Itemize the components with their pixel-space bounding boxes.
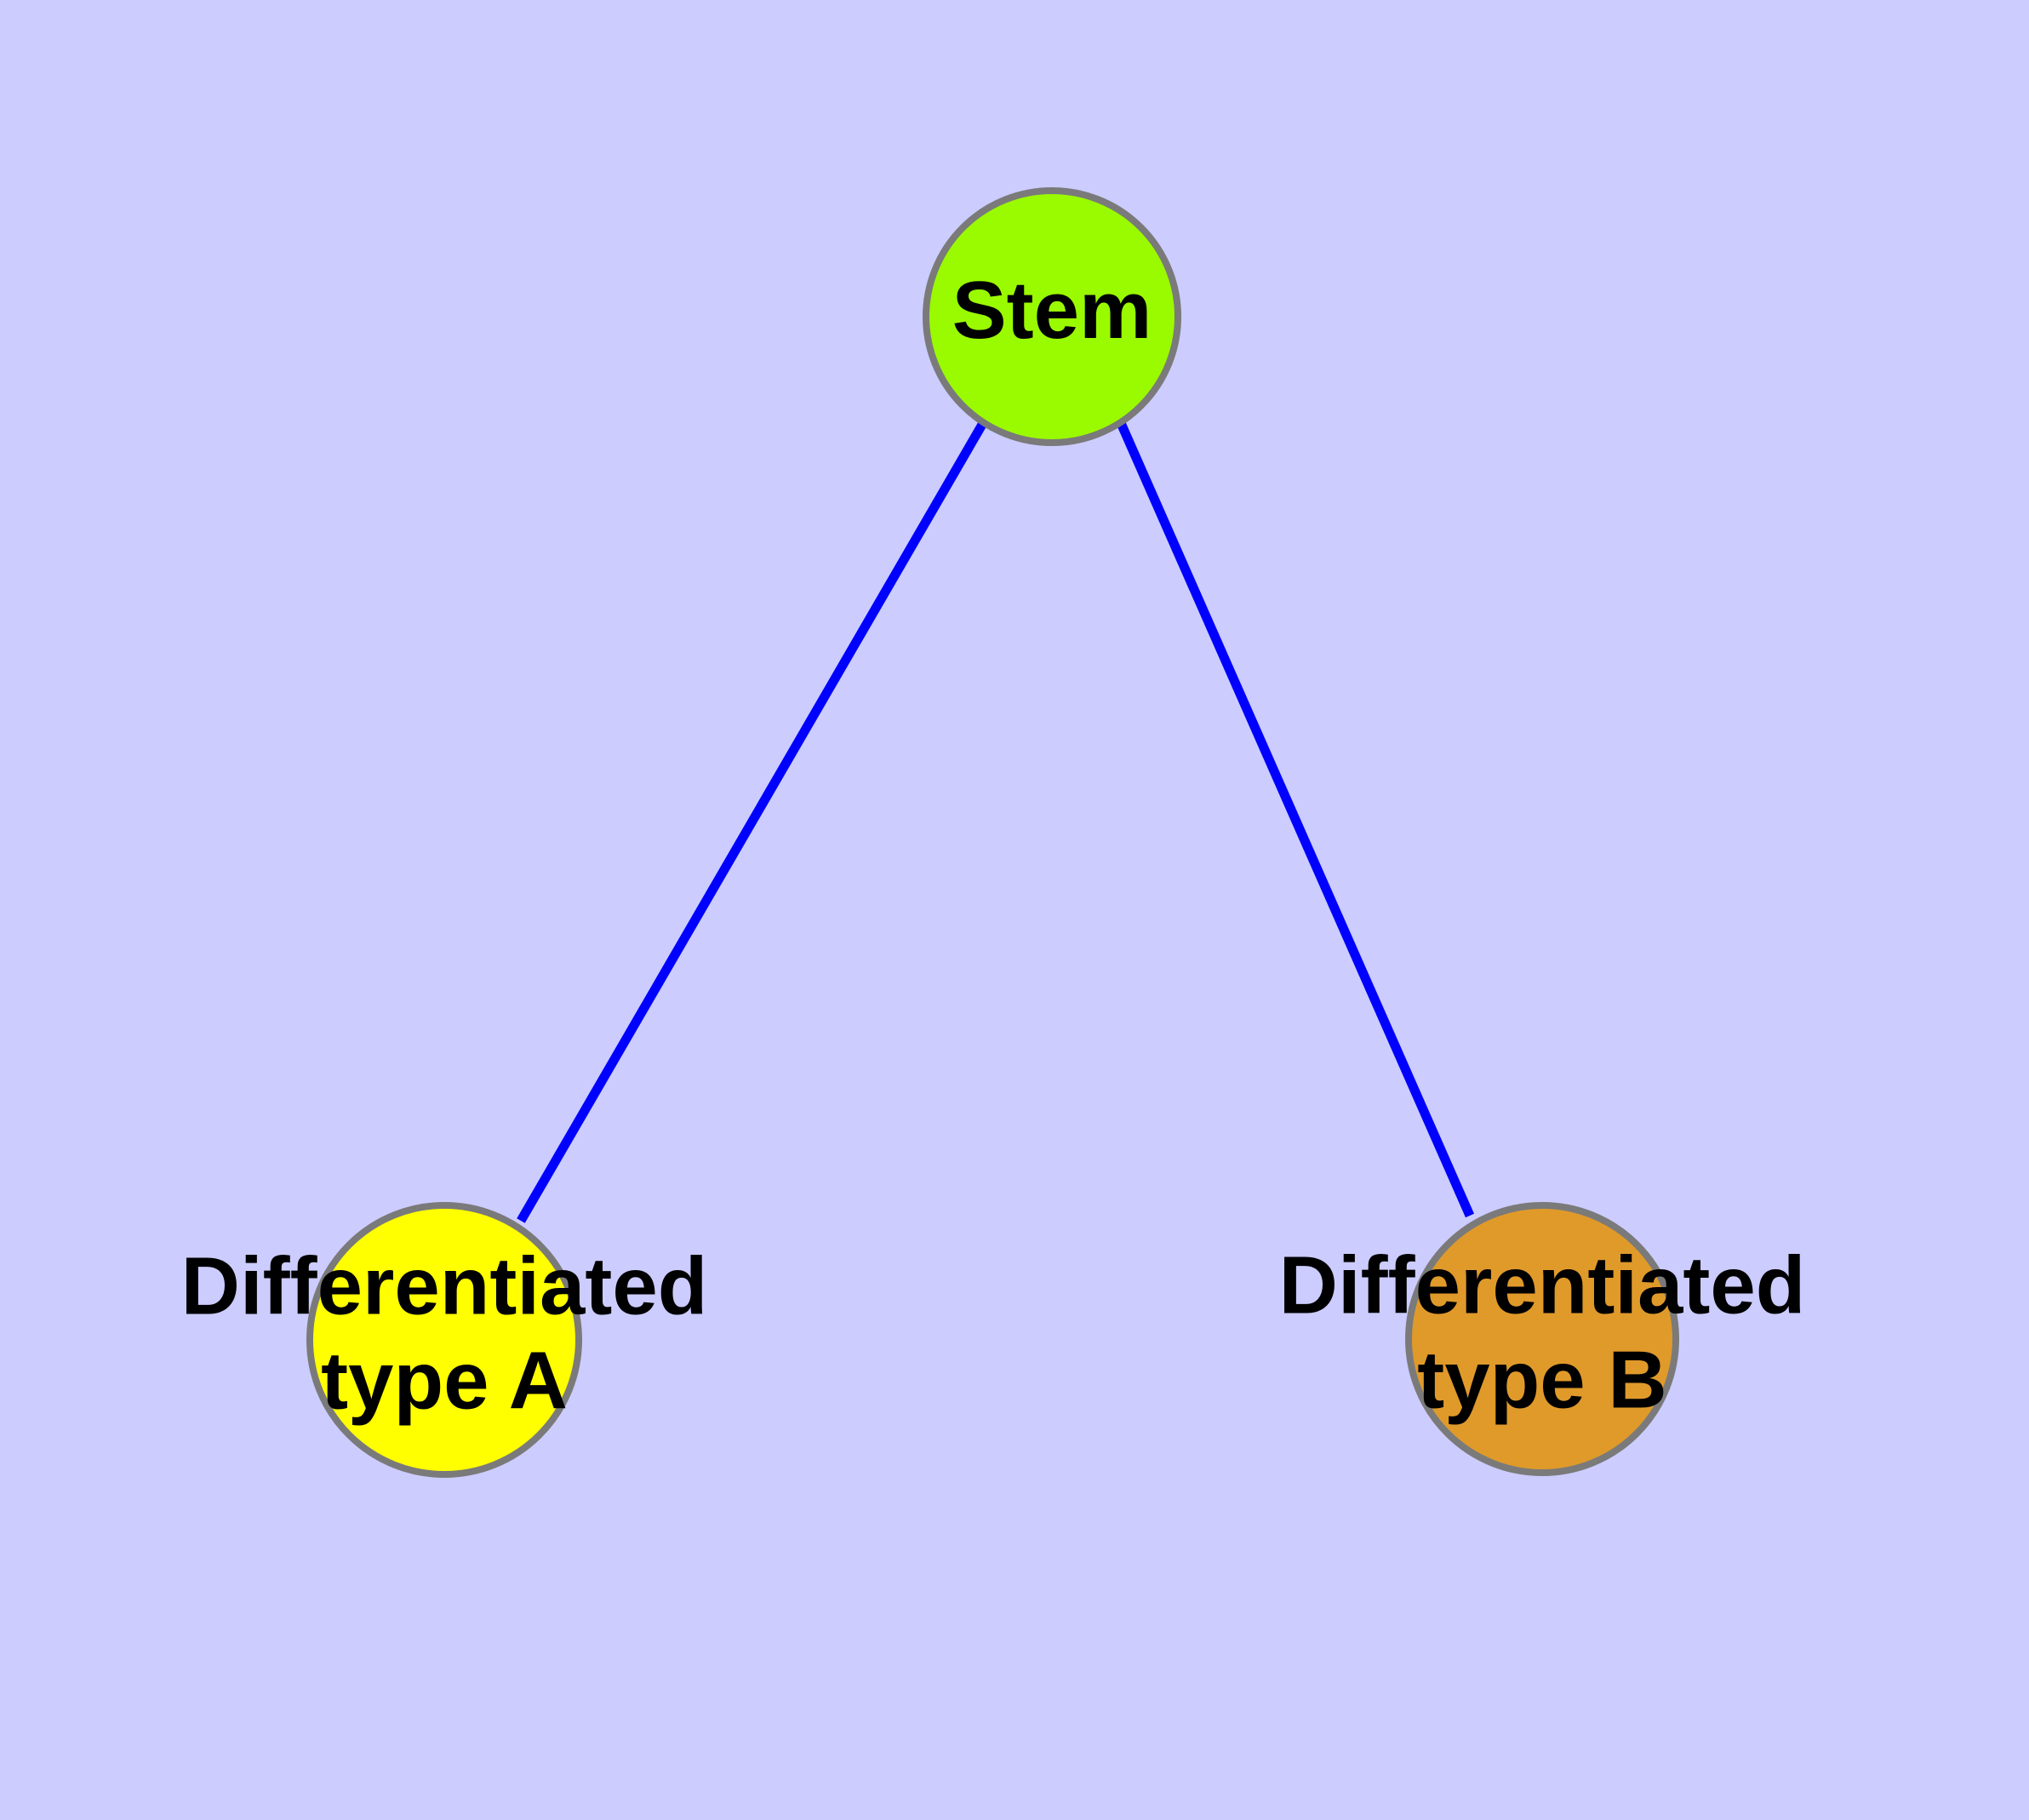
node-circle-stem[interactable] xyxy=(923,187,1181,446)
edge-stem-diff-a[interactable] xyxy=(517,421,987,1223)
node-label-line: Differentiated xyxy=(181,1241,708,1332)
node-label-line: type A xyxy=(321,1336,568,1427)
node-stem[interactable]: Stem xyxy=(923,187,1181,446)
node-label-line: Stem xyxy=(952,265,1152,356)
node-label-stem: Stem xyxy=(952,265,1152,356)
node-label-line: Differentiated xyxy=(1279,1240,1806,1331)
node-circle-diff_b[interactable] xyxy=(1405,1202,1679,1476)
edges-group xyxy=(517,421,1475,1223)
node-circle-diff_a[interactable] xyxy=(306,1202,582,1478)
edge-stem-diff-b[interactable] xyxy=(1116,421,1475,1218)
node-label-line: type B xyxy=(1417,1335,1666,1426)
